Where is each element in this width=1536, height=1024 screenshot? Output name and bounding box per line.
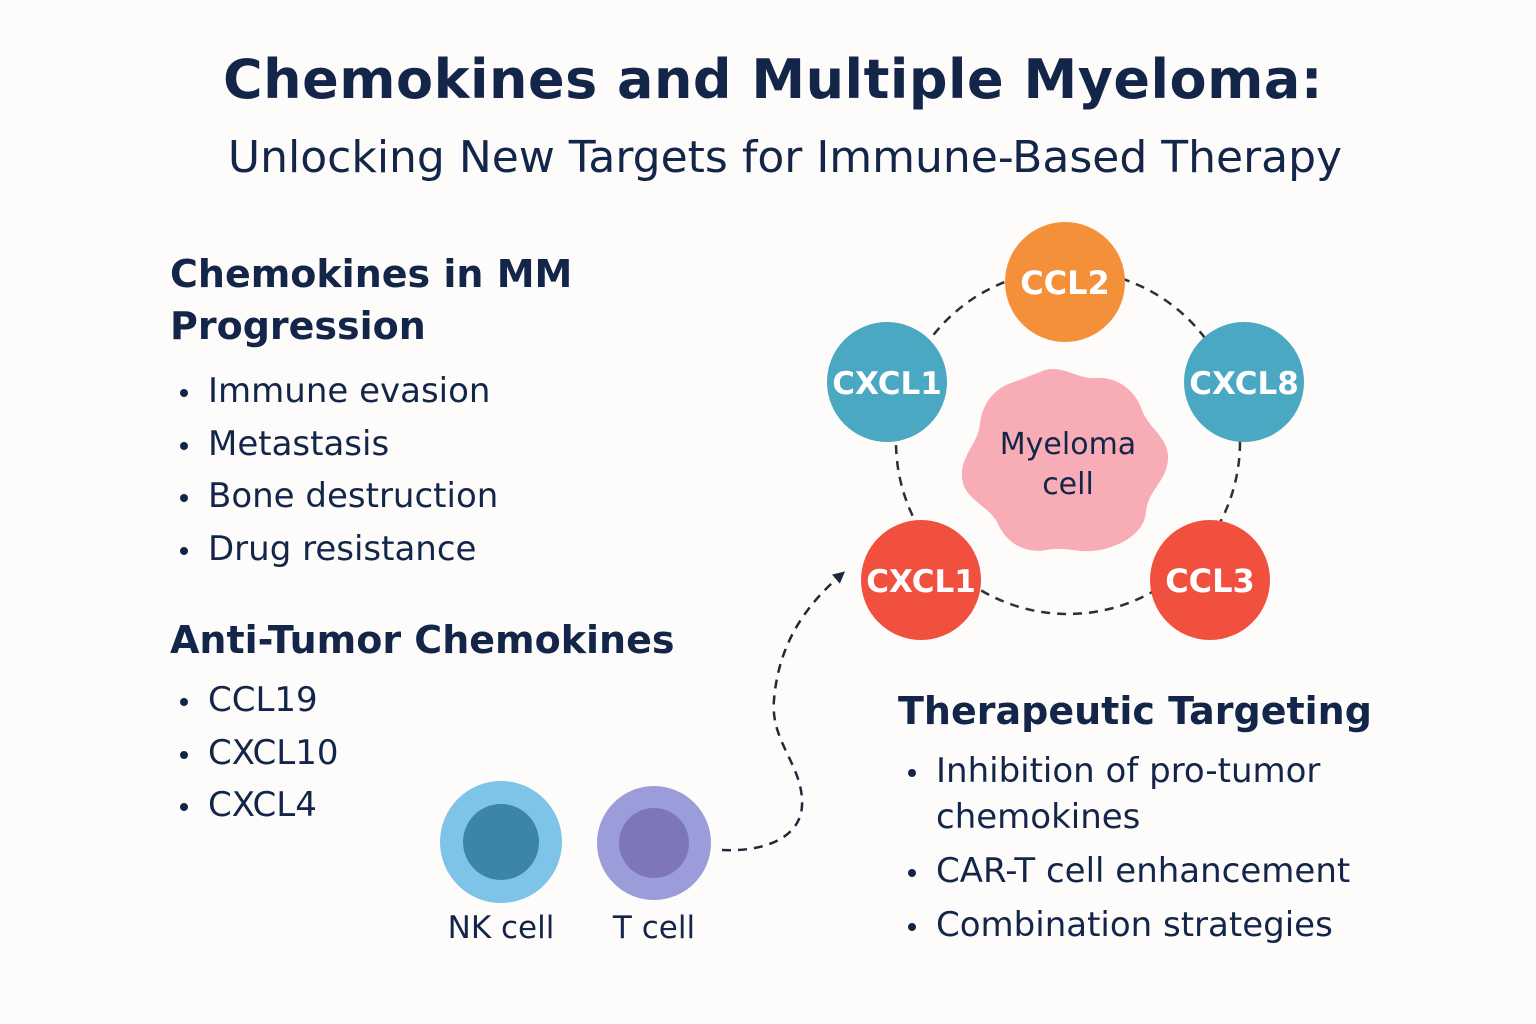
list-item-line2: chemokines (936, 797, 1141, 837)
list-item: Immune evasion (170, 365, 498, 418)
list-item: CXCL10 (170, 727, 339, 780)
migration-arrow (721, 571, 846, 852)
nk-cell-label: NK cell (447, 910, 555, 946)
therapeutic-heading: Therapeutic Targeting (898, 689, 1372, 733)
list-item: CXCL4 (170, 779, 339, 832)
ccl2-node (1005, 222, 1125, 342)
cxcl1-upper-node (827, 322, 947, 442)
therapeutic-list: Inhibition of pro-tumor chemokines CAR-T… (898, 748, 1350, 956)
cxcl1-upper-label: CXCL1 (832, 366, 942, 402)
ccl3-node (1150, 520, 1270, 640)
list-item: CAR-T cell enhancement (898, 848, 1350, 894)
ccl2-label: CCL2 (1020, 264, 1110, 302)
progression-heading-line2: Progression (170, 304, 426, 348)
cxcl8-label: CXCL8 (1189, 366, 1299, 402)
list-item-line1: Inhibition of pro-tumor (936, 751, 1321, 791)
cxcl1-lower-label: CXCL1 (866, 564, 976, 600)
progression-heading-line1: Chemokines in MM (170, 252, 573, 296)
list-item: CCL19 (170, 674, 339, 727)
list-item: Inhibition of pro-tumor chemokines (898, 748, 1350, 840)
ccl3-label: CCL3 (1165, 562, 1255, 600)
nk-cell-nucleus (463, 804, 539, 880)
chemokine-ring (894, 268, 1242, 616)
t-cell-nucleus (619, 808, 689, 878)
myeloma-cell-label-line2: cell (1042, 467, 1094, 502)
page-title: Chemokines and Multiple Myeloma: (223, 48, 1323, 111)
list-item: Metastasis (170, 418, 498, 471)
cxcl1-lower-node (861, 520, 981, 640)
myeloma-cell-label-line1: Myeloma (1000, 427, 1136, 462)
list-item: Bone destruction (170, 470, 498, 523)
progression-heading: Chemokines in MM Progression (170, 248, 572, 352)
t-cell-label: T cell (612, 910, 696, 946)
list-item: Combination strategies (898, 902, 1350, 948)
myeloma-cell-shape (961, 368, 1169, 552)
anti-tumor-list: CCL19 CXCL10 CXCL4 (170, 674, 339, 832)
page-subtitle: Unlocking New Targets for Immune-Based T… (227, 132, 1343, 183)
cxcl8-node (1184, 322, 1304, 442)
list-item: Drug resistance (170, 523, 498, 576)
anti-tumor-heading: Anti-Tumor Chemokines (170, 618, 675, 662)
progression-list: Immune evasion Metastasis Bone destructi… (170, 365, 498, 575)
